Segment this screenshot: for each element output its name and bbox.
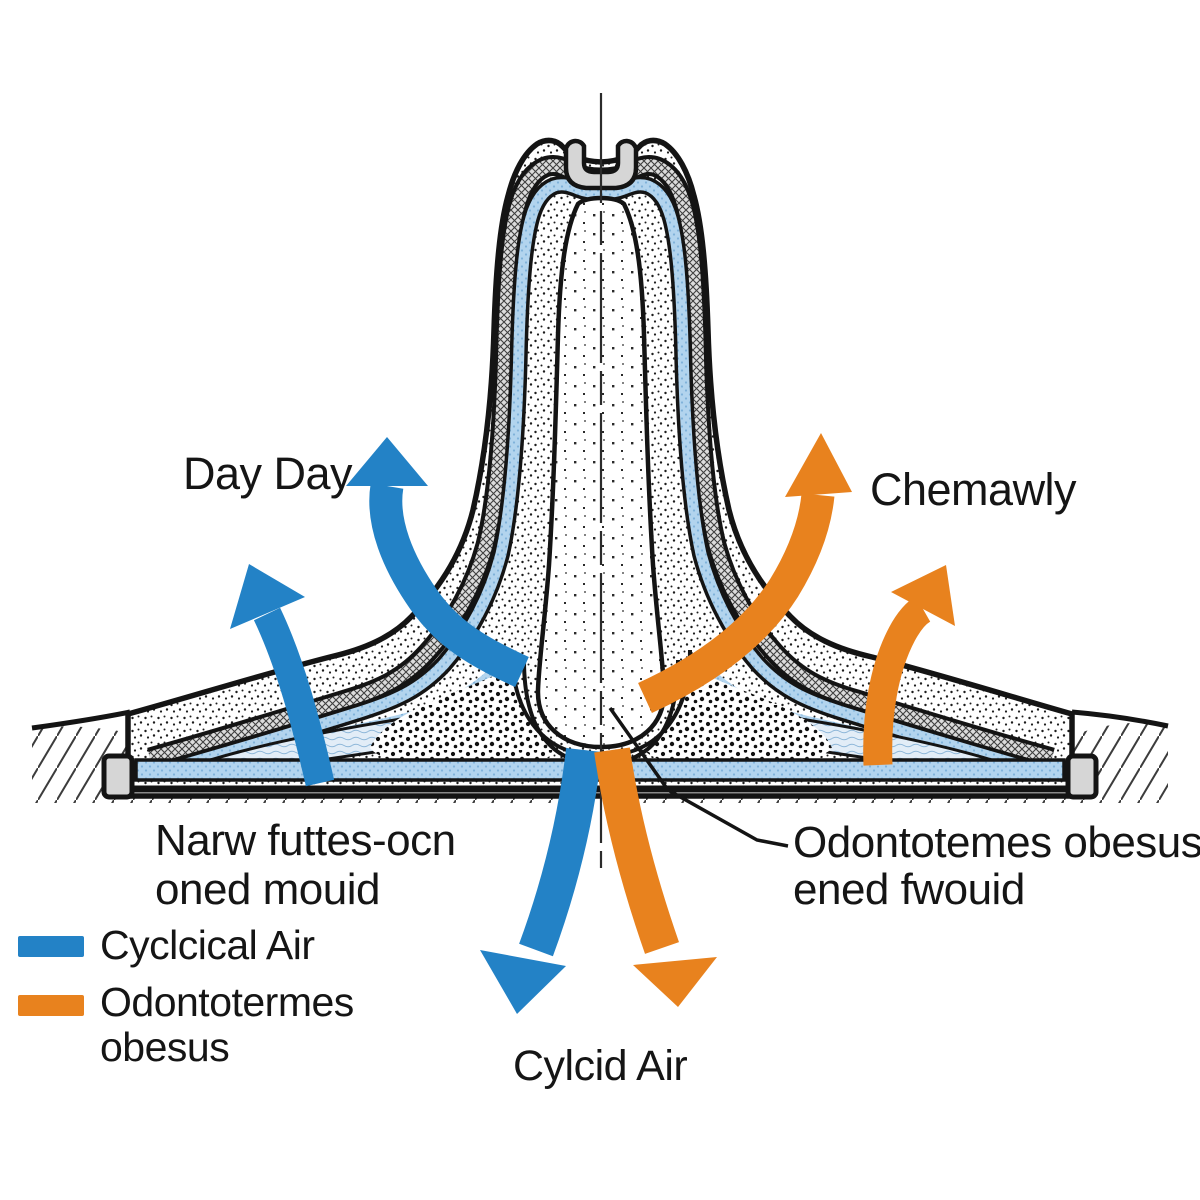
- orange-flow-arrows: [594, 433, 955, 1007]
- legend-swatch-cyclical-air: [18, 936, 84, 957]
- blue-up-arrow-main: [346, 437, 529, 688]
- label-callout-line2: ened fwouid: [793, 864, 1025, 914]
- orange-up-arrow-inner: [638, 433, 852, 713]
- ground-surface-line-left: [31, 709, 131, 731]
- legend-label-odontotermes-line2: obesus: [100, 1024, 230, 1071]
- label-callout: Odontotemes obesus ened fwouid: [793, 818, 1200, 914]
- nest-dots-right: [646, 668, 832, 771]
- ground-surface-line-right: [1071, 709, 1169, 729]
- blue-up-arrow-left-head: [230, 564, 305, 629]
- blue-up-arrow-main-head: [346, 437, 428, 486]
- label-base-left-line1: Narw futtes-ocn: [155, 816, 456, 865]
- blue-flow-arrows: [230, 437, 602, 1014]
- legend-label-odontotermes: Odontotermes obesus: [100, 979, 354, 1071]
- orange-up-arrow-outer-head: [891, 565, 955, 626]
- label-base-left-line2: oned mouid: [155, 865, 380, 915]
- wing-end-cap-left: [101, 753, 135, 800]
- label-day: Day Day: [183, 448, 353, 499]
- nest-dots-left: [370, 668, 556, 771]
- label-bottom-air: Cylcid Air: [513, 1042, 688, 1090]
- blue-down-arrow: [480, 747, 602, 1014]
- orange-up-arrow-inner-head: [785, 433, 852, 497]
- orange-up-arrow-outer: [863, 565, 955, 766]
- legend-label-odontotermes-line1: Odontotermes: [100, 979, 354, 1025]
- orange-down-arrow: [594, 747, 717, 1007]
- callout-leader-line: [608, 706, 789, 848]
- top-vent-cap: [563, 138, 639, 191]
- blue-up-arrow-left: [230, 564, 335, 787]
- orange-down-arrow-head: [633, 957, 717, 1007]
- wing-end-cap-right: [1065, 753, 1099, 800]
- blue-down-arrow-head: [480, 950, 566, 1014]
- label-callout-line1: Odontotemes obesus: [793, 818, 1200, 867]
- legend-swatch-odontotermes: [18, 995, 84, 1016]
- label-base-left: Narw futtes-ocn oned mouid: [155, 816, 456, 915]
- legend-label-cyclical-air: Cyclcical Air: [100, 922, 315, 968]
- label-chemawly: Chemawly: [870, 464, 1077, 515]
